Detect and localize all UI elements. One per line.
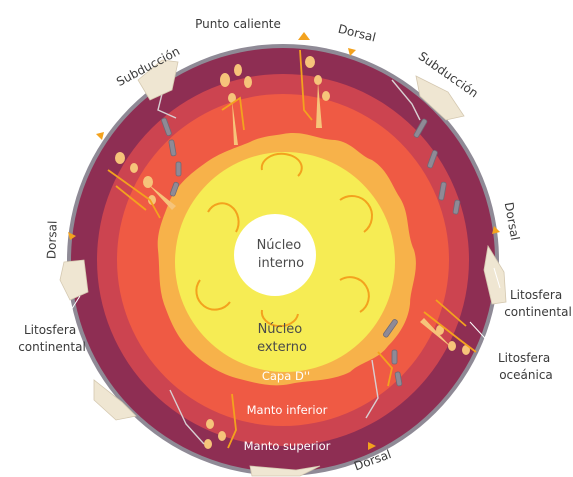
flow-lines bbox=[107, 49, 477, 449]
label-line: continental bbox=[504, 305, 572, 319]
label-ridge-top: Dorsal bbox=[337, 22, 378, 45]
slab-segment bbox=[383, 319, 398, 338]
plume-stem bbox=[316, 82, 322, 128]
plume-stem bbox=[148, 184, 176, 210]
continent-block bbox=[483, 244, 507, 305]
continent-block bbox=[93, 379, 137, 421]
slab-segment bbox=[413, 118, 428, 138]
convection-loop-icon bbox=[207, 202, 240, 233]
flow-line bbox=[435, 299, 467, 327]
label-line: Núcleo bbox=[257, 238, 302, 253]
label-lithosphere-continental-right: Litosfera continental bbox=[504, 288, 572, 319]
leader-lines bbox=[65, 267, 501, 349]
plume-blob bbox=[220, 73, 230, 87]
plume-blob bbox=[462, 345, 470, 355]
label-inner-core: Núcleo interno bbox=[257, 238, 306, 271]
label-upper-mantle: Manto superior bbox=[244, 439, 331, 453]
plume-blob bbox=[143, 176, 153, 188]
label-ridge-left: Dorsal bbox=[44, 220, 59, 259]
plume-stem bbox=[420, 318, 452, 348]
inner-core bbox=[234, 214, 316, 296]
label-lower-mantle: Manto inferior bbox=[247, 403, 328, 417]
continent-block bbox=[249, 465, 321, 477]
slab-segment bbox=[452, 199, 461, 215]
convection-loop-icon bbox=[339, 276, 370, 313]
plume-blob bbox=[322, 91, 330, 101]
plume-blob bbox=[228, 93, 236, 103]
leader-line bbox=[469, 321, 495, 349]
label-line: continental bbox=[18, 340, 86, 354]
slab-segment bbox=[391, 349, 398, 365]
convection-loop-icon bbox=[260, 152, 303, 177]
flow-line bbox=[107, 169, 161, 219]
plume-blob bbox=[234, 64, 242, 76]
arrow-icon bbox=[348, 48, 356, 56]
continent-block bbox=[137, 59, 179, 101]
label-outer-core: Núcleo externo bbox=[257, 322, 307, 355]
flow-line bbox=[423, 311, 477, 353]
plume-blob bbox=[436, 325, 444, 335]
label-lithosphere-oceanic: Litosfera oceánica bbox=[498, 351, 554, 382]
label-line: Litosfera bbox=[498, 351, 550, 365]
flow-line bbox=[299, 49, 313, 121]
leader-line bbox=[65, 295, 81, 319]
continent-block bbox=[59, 259, 89, 301]
arrow-icon bbox=[492, 226, 500, 234]
plume-blob bbox=[218, 431, 226, 441]
plume-blob bbox=[448, 341, 456, 351]
ridge-arrows bbox=[68, 32, 500, 450]
convection-loop-icon bbox=[195, 279, 231, 311]
label-line: externo bbox=[257, 340, 307, 355]
slab-line bbox=[169, 389, 205, 445]
slab-segment bbox=[175, 161, 182, 177]
plume-blob bbox=[148, 195, 156, 205]
slab-line bbox=[391, 79, 421, 121]
subducting-slabs bbox=[161, 117, 461, 387]
plume-blob bbox=[204, 439, 212, 449]
plume-blob bbox=[244, 76, 252, 88]
flow-line bbox=[377, 351, 393, 387]
continent-block bbox=[415, 75, 465, 121]
flow-line bbox=[227, 393, 237, 449]
arrow-icon bbox=[68, 232, 76, 240]
core-convection-loops bbox=[195, 152, 373, 328]
label-line: interno bbox=[258, 256, 304, 271]
flow-line bbox=[115, 185, 147, 211]
label-line: Núcleo bbox=[258, 322, 303, 337]
label-line: oceánica bbox=[499, 368, 553, 382]
plume-stem bbox=[232, 100, 238, 145]
arrow-icon bbox=[298, 32, 310, 40]
slab-segment bbox=[161, 117, 172, 136]
slab-segment bbox=[427, 150, 438, 169]
slab-segment bbox=[169, 181, 180, 197]
label-lithosphere-continental-left: Litosfera continental bbox=[18, 323, 86, 354]
convection-loop-icon bbox=[260, 309, 299, 328]
plume-blob bbox=[314, 75, 322, 85]
arrow-icon bbox=[96, 132, 104, 140]
label-d-layer: Capa D'' bbox=[262, 369, 310, 383]
label-line: Litosfera bbox=[24, 323, 76, 337]
plume-blob bbox=[305, 56, 315, 68]
leader-line bbox=[493, 267, 501, 289]
label-line: Litosfera bbox=[510, 288, 562, 302]
slab-segment bbox=[438, 181, 447, 201]
slab-line bbox=[365, 359, 379, 419]
label-hotspot: Punto caliente bbox=[195, 17, 281, 31]
arrow-icon bbox=[368, 442, 376, 450]
convection-loop-icon bbox=[339, 195, 373, 233]
continental-lithosphere bbox=[59, 59, 507, 477]
slab-segment bbox=[394, 371, 403, 387]
label-ridge-right: Dorsal bbox=[502, 201, 522, 241]
flow-line bbox=[221, 96, 245, 131]
mantle-plumes bbox=[115, 56, 470, 449]
slab-segment bbox=[168, 139, 177, 157]
plume-blob bbox=[206, 419, 214, 429]
plume-blob bbox=[130, 163, 138, 173]
plume-blob bbox=[115, 152, 125, 164]
